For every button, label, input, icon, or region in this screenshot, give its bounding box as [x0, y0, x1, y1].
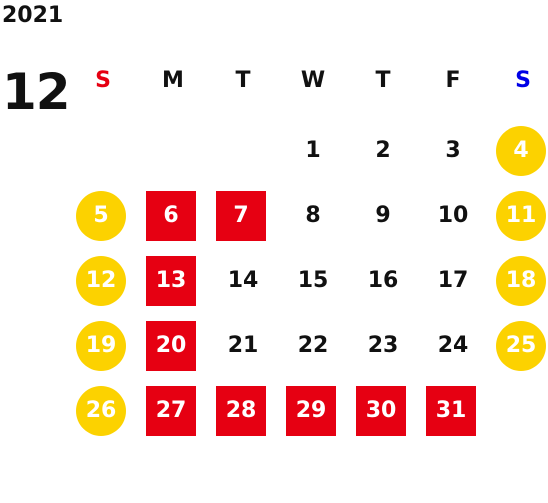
day-cell: 24 — [437, 333, 469, 358]
day-cell: 8 — [305, 203, 321, 228]
day-cell: 17 — [437, 268, 469, 293]
day-cell: 27 — [146, 386, 196, 436]
weekday-wednesday: W — [300, 68, 326, 93]
weekday-monday: M — [162, 68, 184, 93]
day-cell: 25 — [496, 321, 546, 371]
day-cell: 1 — [305, 138, 321, 163]
weekday-saturday: S — [515, 68, 531, 93]
day-cell: 9 — [375, 203, 391, 228]
day-cell: 11 — [496, 191, 546, 241]
day-cell: 12 — [76, 256, 126, 306]
day-cell: 29 — [286, 386, 336, 436]
day-cell: 31 — [426, 386, 476, 436]
weekday-sunday: S — [95, 68, 111, 93]
day-cell: 13 — [146, 256, 196, 306]
day-cell: 5 — [76, 191, 126, 241]
weekday-tuesday: T — [235, 68, 251, 93]
day-cell: 4 — [496, 126, 546, 176]
day-cell: 22 — [297, 333, 329, 358]
day-cell: 23 — [367, 333, 399, 358]
day-cell: 18 — [496, 256, 546, 306]
day-cell: 6 — [146, 191, 196, 241]
day-cell: 15 — [297, 268, 329, 293]
day-cell: 2 — [375, 138, 391, 163]
weekday-thursday: T — [375, 68, 391, 93]
day-cell: 30 — [356, 386, 406, 436]
day-cell: 19 — [76, 321, 126, 371]
day-cell: 7 — [216, 191, 266, 241]
calendar-month: 12 — [2, 63, 71, 121]
day-cell: 10 — [437, 203, 469, 228]
day-cell: 28 — [216, 386, 266, 436]
calendar-year: 2021 — [2, 3, 64, 28]
day-cell: 21 — [227, 333, 259, 358]
day-cell: 3 — [445, 138, 461, 163]
day-cell: 20 — [146, 321, 196, 371]
weekday-friday: F — [445, 68, 461, 93]
day-cell: 26 — [76, 386, 126, 436]
day-cell: 16 — [367, 268, 399, 293]
day-cell: 14 — [227, 268, 259, 293]
